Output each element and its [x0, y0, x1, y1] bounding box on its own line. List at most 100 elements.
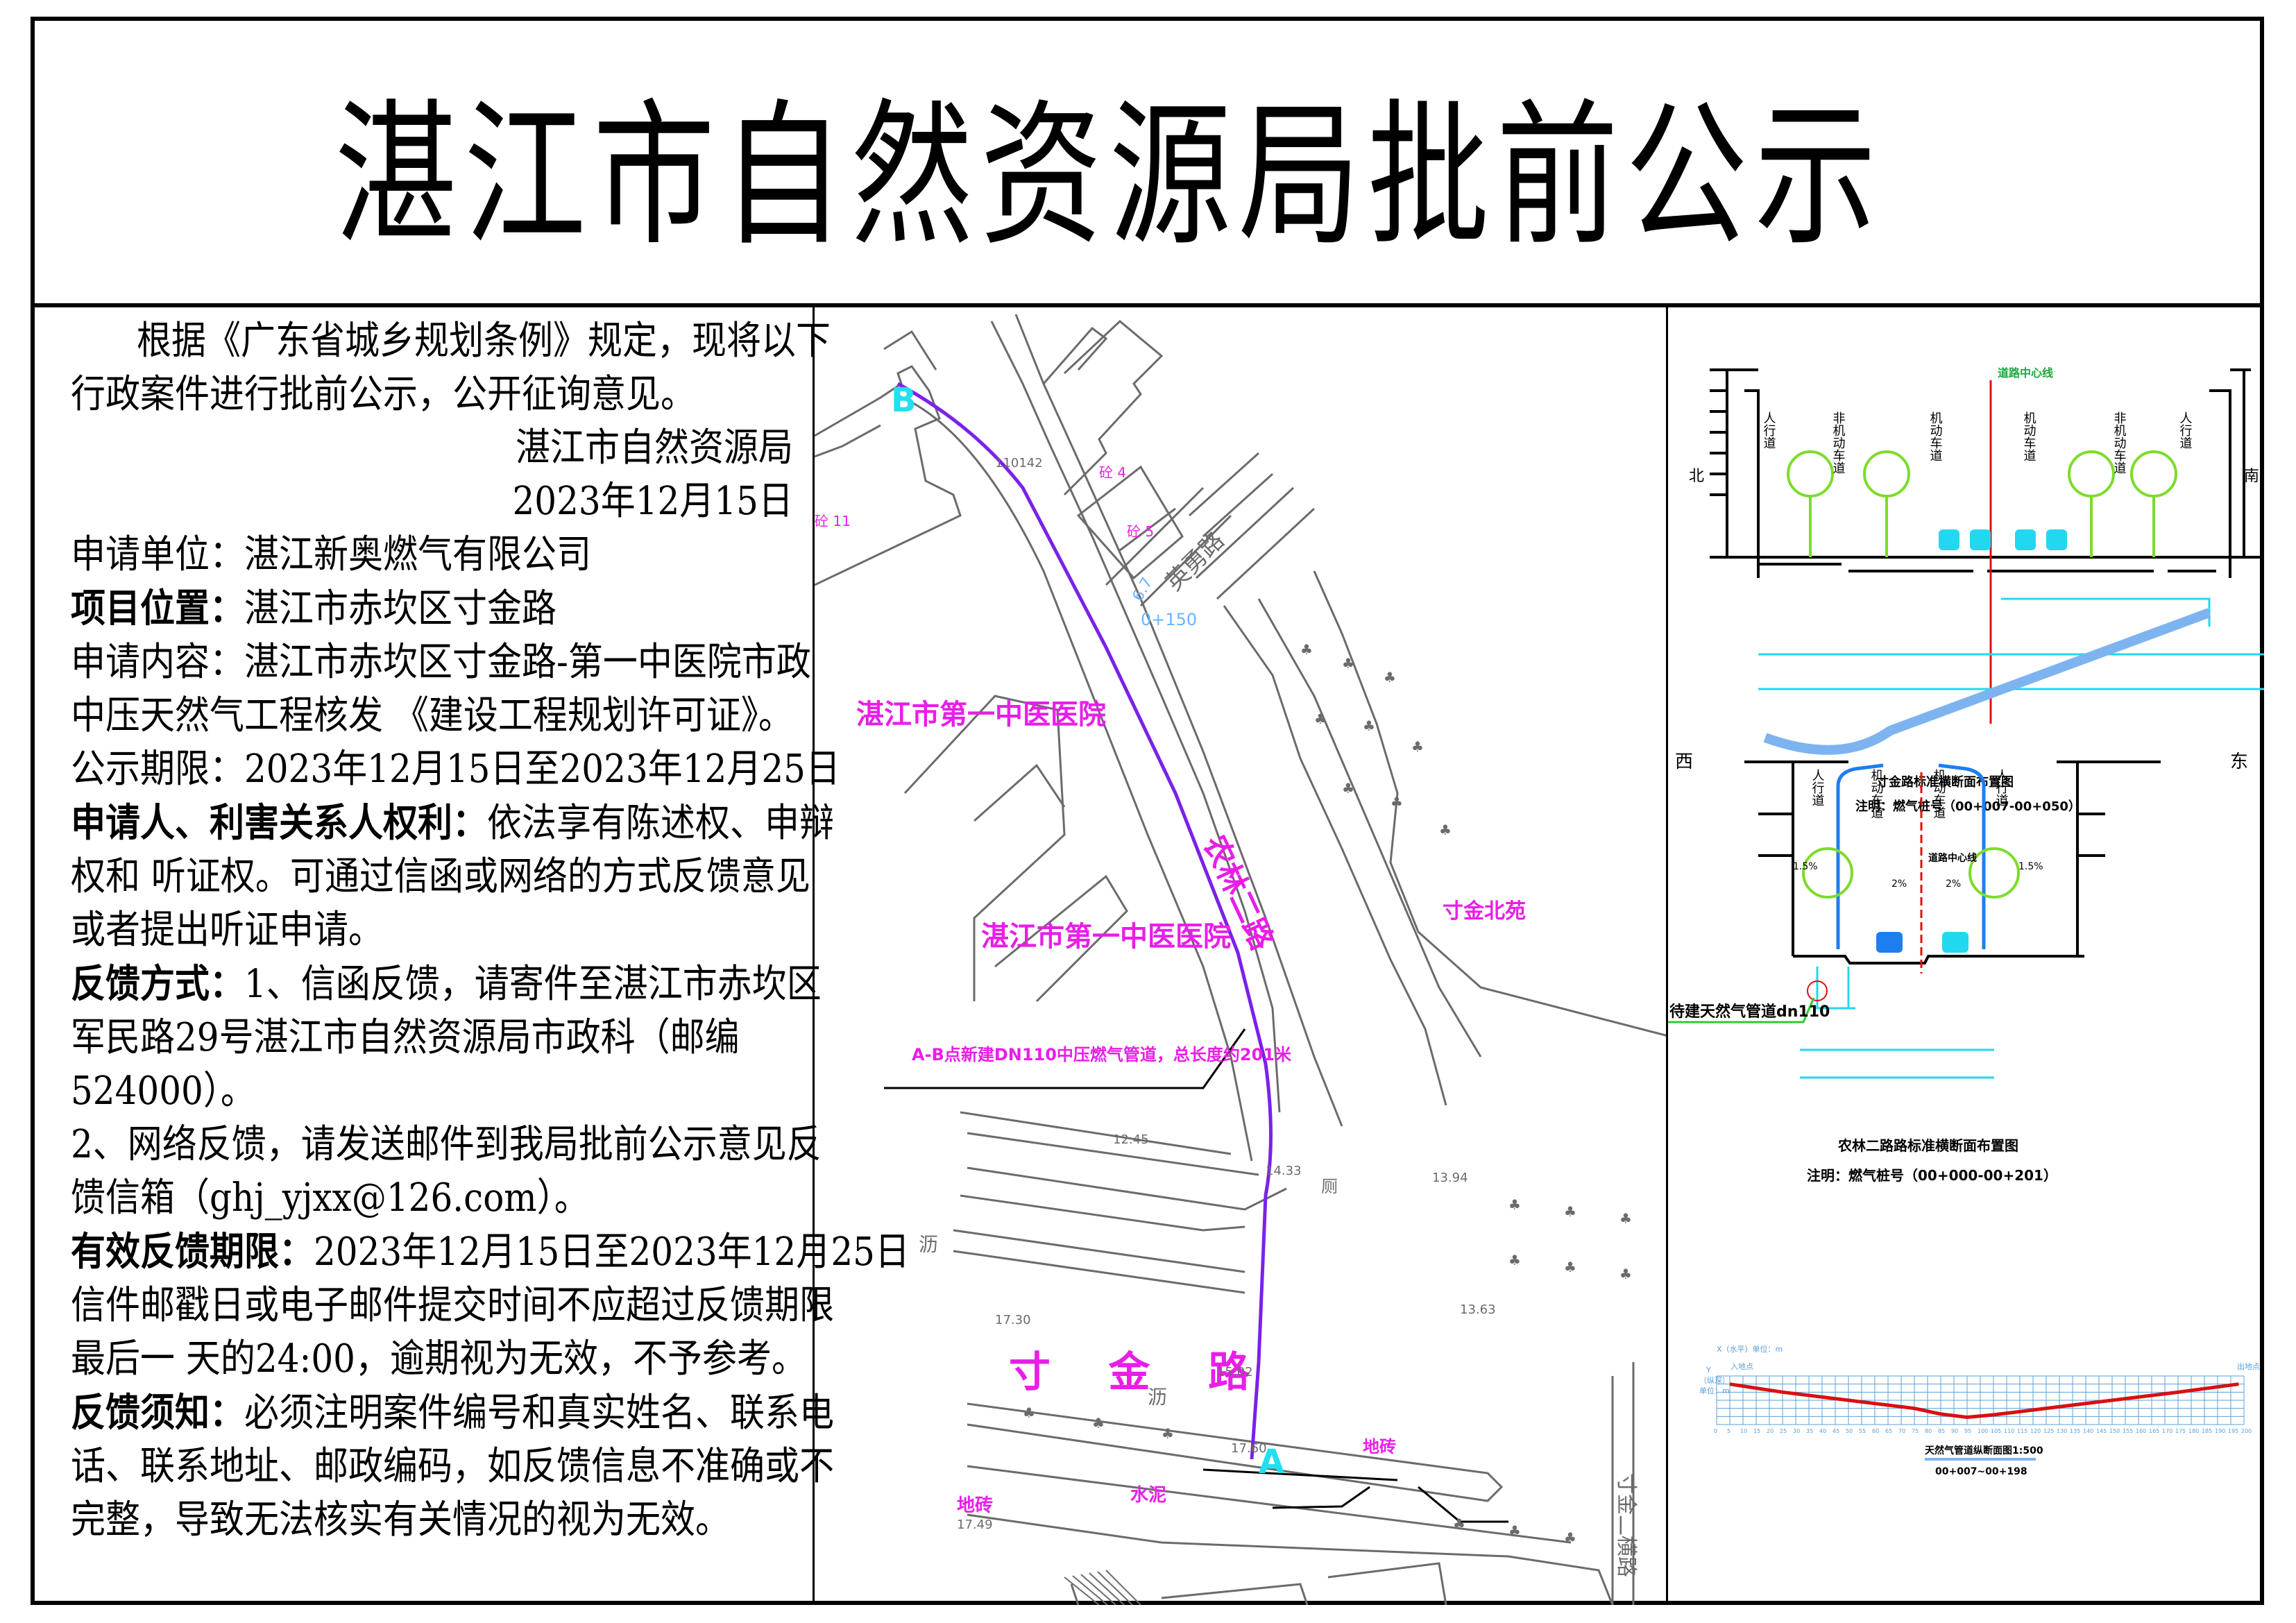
svg-text:30: 30 [1793, 1428, 1800, 1434]
svg-text:125: 125 [2043, 1428, 2054, 1434]
gas-pipeline-route [896, 382, 1273, 1460]
elevation-label: 14.33 [1266, 1164, 1302, 1178]
svg-text:55: 55 [1859, 1428, 1866, 1434]
content-value: 中压天然气工程核发 《建设工程规划许可证》。 [71, 692, 793, 738]
svg-text:80: 80 [1925, 1428, 1932, 1434]
svg-text:♣: ♣ [1508, 1522, 1521, 1539]
svg-text:0: 0 [1714, 1428, 1717, 1434]
svg-text:♣: ♣ [1363, 717, 1375, 734]
svg-text:♣: ♣ [1300, 641, 1313, 658]
y-axis-label: （纵深） [1699, 1376, 1730, 1385]
road-label-cunjin: 寸 金 路 [1009, 1348, 1250, 1397]
svg-text:5: 5 [1727, 1428, 1730, 1434]
rights-value: 依法享有陈述权、申辩 [487, 800, 834, 846]
svg-text:90: 90 [1951, 1428, 1958, 1434]
svg-text:35: 35 [1806, 1428, 1813, 1434]
body-row: 根据《广东省城乡规划条例》规定，现将以下 行政案件进行批前公示，公开征询意见。 … [35, 307, 2264, 1605]
svg-text:130: 130 [2057, 1428, 2067, 1434]
y-axis-label: Y [1706, 1366, 1711, 1375]
notice-frame: 湛江市自然资源局批前公示 根据《广东省城乡规划条例》规定，现将以下 行政案件进行… [31, 17, 2264, 1605]
valid-label: 有效反馈期限： [71, 1228, 314, 1275]
feedback-value: 2、网络反馈，请发送邮件到我局批前公示意见反 [71, 1121, 822, 1167]
svg-text:180: 180 [2188, 1428, 2199, 1434]
svg-text:40: 40 [1819, 1428, 1826, 1434]
material-label: 砼 4 [1099, 464, 1126, 481]
rights-row: 申请人、利害关系人权利：依法享有陈述权、申辩 [71, 792, 834, 853]
svg-text:♣: ♣ [1023, 1404, 1035, 1421]
svg-text:85: 85 [1938, 1428, 1945, 1434]
svg-text:♣: ♣ [1564, 1529, 1576, 1546]
hospital-label: 湛江市第一中医医院 [856, 699, 1106, 731]
svg-text:200: 200 [2241, 1428, 2252, 1434]
period-row: 公示期限：2023年12月15日至2023年12月25日 [71, 739, 840, 799]
svg-text:♣: ♣ [1411, 738, 1424, 755]
svg-text:45: 45 [1832, 1428, 1839, 1434]
svg-text:10: 10 [1740, 1428, 1747, 1434]
svg-text:♣: ♣ [1384, 669, 1396, 686]
svg-text:100: 100 [1978, 1428, 1988, 1434]
section-1: 道路中心线 北 南 人行道 非机动车 [1689, 366, 2264, 814]
lane-label: 人行道 [2178, 411, 2193, 449]
survey-label: 110142 [995, 456, 1043, 470]
feedback-value: 524000）。 [71, 1068, 255, 1114]
pipe-note: A-B点新建DN110中压燃气管道，总长度约201米 [912, 1045, 1291, 1064]
site-map-drawing: B A 湛江市第一中医医院 湛江市第一中医医院 农林二路 寸 金 路 英勇路 寸… [815, 314, 1666, 1605]
intro-text: 根据《广东省城乡规划条例》规定，现将以下 [137, 318, 831, 364]
lane-label: 非机动车道 [2112, 411, 2127, 474]
svg-text:95: 95 [1964, 1428, 1971, 1434]
side-north-label: 北 [1689, 468, 1704, 485]
svg-text:♣: ♣ [1619, 1266, 1632, 1282]
valid-row: 有效反馈期限：2023年12月15日至2023年12月25日 [71, 1221, 910, 1282]
svg-text:120: 120 [2030, 1428, 2041, 1434]
side-west-label: 西 [1675, 751, 1693, 772]
residential-label: 寸金北苑 [1443, 899, 1526, 924]
content-value: 湛江市赤坎区寸金路-第一中医院市政 [244, 639, 811, 685]
section-2: 西 东 人行道 机动车道 机动车道 人行道 1.5% 2% 2% 1.5% 道路… [1668, 751, 2248, 1184]
rights-label: 申请人、利害关系人权利： [71, 799, 487, 846]
svg-text:65: 65 [1885, 1428, 1892, 1434]
period-value: 2023年12月15日至2023年12月25日 [244, 746, 840, 792]
feedback-label: 反馈方式： [71, 960, 244, 1007]
lane-label: 人行道 [1994, 769, 2009, 806]
svg-text:♣: ♣ [1619, 1210, 1632, 1227]
material-label: 地砖 [1363, 1437, 1396, 1456]
surface-label: 沥 [919, 1233, 938, 1256]
svg-text:50: 50 [1846, 1428, 1853, 1434]
issue-date: 2023年12月15日 [512, 478, 794, 524]
svg-text:♣: ♣ [1508, 1252, 1521, 1268]
feedback-value: 军民路29号湛江市自然资源局市政科（邮编 [71, 1014, 740, 1060]
svg-text:♣: ♣ [1342, 655, 1354, 672]
elevation-label: 13.94 [1432, 1171, 1468, 1185]
applicant-row: 申请单位：湛江新奥燃气有限公司 [71, 525, 800, 584]
notes-row: 反馈须知：必须注明案件编号和真实姓名、联系电 [71, 1382, 834, 1443]
content-label: 申请内容： [71, 639, 244, 685]
svg-text:140: 140 [2083, 1428, 2093, 1434]
profile-title: 天然气管道纵断面图1:500 [1925, 1445, 2043, 1456]
applicant-value: 湛江新奥燃气有限公司 [244, 532, 591, 577]
svg-text:75: 75 [1912, 1428, 1919, 1434]
notes-label: 反馈须知： [71, 1389, 244, 1436]
elevation-label: 17.49 [957, 1518, 993, 1532]
elevation-label: 17.30 [995, 1313, 1031, 1327]
material-label: 水泥 [1130, 1485, 1166, 1506]
notes-value: 必须注明案件编号和真实姓名、联系电 [244, 1390, 834, 1436]
svg-text:60: 60 [1872, 1428, 1879, 1434]
lane-label: 机动车道 [2022, 411, 2036, 461]
intro-text: 行政案件进行批前公示，公开征询意见。 [71, 371, 695, 417]
side-east-label: 东 [2230, 751, 2248, 772]
svg-text:105: 105 [1991, 1428, 2001, 1434]
section-1-note: 注明：燃气桩号（00+007-00+050） [1855, 799, 2081, 814]
applicant-label: 申请单位： [71, 532, 244, 577]
slope-label: 1.5% [2018, 861, 2043, 872]
hospital-label: 湛江市第一中医医院 [981, 921, 1231, 953]
svg-text:♣: ♣ [1564, 1259, 1576, 1275]
svg-text:♣: ♣ [1453, 1515, 1465, 1532]
chainage-label: 0+150 [1141, 610, 1197, 629]
notes-value: 完整，导致无法核实有关情况的视为无效。 [71, 1497, 730, 1543]
svg-text:150: 150 [2109, 1428, 2120, 1434]
valid-value: 2023年12月15日至2023年12月25日 [314, 1229, 910, 1275]
section-2-note: 注明：燃气桩号（00+000-00+201） [1807, 1167, 2057, 1184]
period-label: 公示期限： [71, 746, 244, 792]
feedback-row: 反馈方式：1、信函反馈，请寄件至湛江市赤坎区 [71, 953, 822, 1014]
